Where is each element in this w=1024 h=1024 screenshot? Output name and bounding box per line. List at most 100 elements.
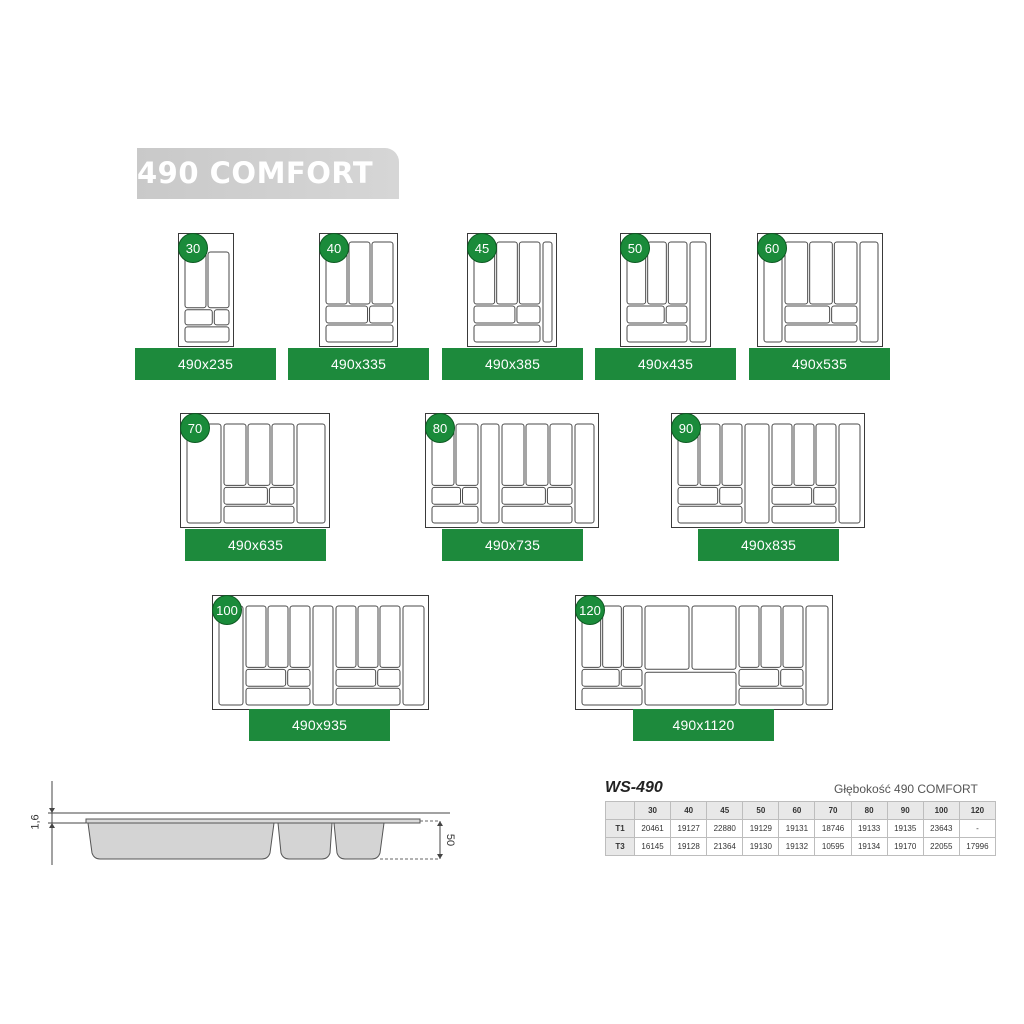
tray-compartment bbox=[245, 668, 287, 687]
table-cell: 20461 bbox=[633, 819, 672, 838]
tray-compartment bbox=[784, 305, 831, 324]
table-cell: 22055 bbox=[922, 837, 960, 856]
tray-compartment bbox=[247, 423, 271, 486]
table-row: T1 20461 19127 22880 19129 19131 18746 1… bbox=[605, 819, 997, 838]
tray-compartment bbox=[184, 326, 230, 343]
tray-compartment bbox=[357, 605, 379, 668]
table-cell: 23643 bbox=[922, 819, 960, 838]
tray-compartment bbox=[782, 605, 804, 668]
tray-compartment bbox=[771, 505, 837, 524]
table-header-cell: 120 bbox=[958, 801, 997, 820]
tray-compartment bbox=[473, 324, 541, 343]
tray-compartment bbox=[245, 687, 311, 706]
tray-size-100: 490x935 bbox=[249, 709, 390, 741]
tray-size-120: 490x1120 bbox=[633, 709, 774, 741]
table-header-cell: 60 bbox=[778, 801, 816, 820]
tray-compartment bbox=[325, 305, 369, 324]
tray-compartment bbox=[647, 241, 667, 305]
tray-compartment bbox=[793, 423, 815, 486]
depth-note: Głębokość 490 COMFORT bbox=[834, 782, 978, 796]
tray-compartment bbox=[501, 423, 525, 486]
tray-badge-120: 120 bbox=[575, 595, 605, 625]
tray-size-70: 490x635 bbox=[185, 529, 326, 561]
tray-compartment bbox=[379, 605, 401, 668]
tray-compartment bbox=[335, 605, 357, 668]
tray-compartment bbox=[699, 423, 721, 486]
tray-60 bbox=[757, 233, 883, 347]
tray-size-40: 490x335 bbox=[288, 348, 429, 380]
tray-compartment bbox=[431, 505, 479, 524]
tray-badge-50: 50 bbox=[620, 233, 650, 263]
product-code-title: WS-490 bbox=[605, 779, 663, 796]
tray-compartment bbox=[518, 241, 541, 305]
page-title: 490 COMFORT bbox=[137, 156, 374, 190]
tray-compartment bbox=[626, 324, 688, 343]
tray-compartment bbox=[620, 668, 643, 687]
tray-compartment bbox=[581, 687, 643, 706]
tray-compartment bbox=[501, 505, 573, 524]
tray-compartment bbox=[622, 605, 643, 668]
tray-compartment bbox=[402, 605, 425, 706]
table-cell: 22880 bbox=[706, 819, 744, 838]
tray-badge-40: 40 bbox=[319, 233, 349, 263]
rim-thickness-label: 1,6 bbox=[29, 814, 42, 830]
table-cell: 19170 bbox=[886, 837, 924, 856]
tray-compartment bbox=[738, 605, 760, 668]
table-header-cell: 70 bbox=[814, 801, 852, 820]
tray-badge-90: 90 bbox=[671, 413, 701, 443]
tray-50 bbox=[620, 233, 711, 347]
table-header-cell: 100 bbox=[922, 801, 960, 820]
tray-compartment bbox=[245, 605, 267, 668]
tray-compartment bbox=[348, 241, 371, 305]
table-cell: 17996 bbox=[958, 837, 997, 856]
tray-50-compartments bbox=[626, 241, 707, 343]
tray-compartment bbox=[431, 486, 462, 505]
table-header-cell: 45 bbox=[706, 801, 744, 820]
table-cell: 19132 bbox=[778, 837, 816, 856]
depth-label: 50 bbox=[444, 833, 457, 847]
tray-badge-60: 60 bbox=[757, 233, 787, 263]
table-header-row: 30 40 45 50 60 70 80 90 100 120 bbox=[605, 801, 997, 820]
table-cell: 19134 bbox=[850, 837, 888, 856]
table-cell: 19133 bbox=[850, 819, 888, 838]
tray-compartment bbox=[689, 241, 707, 343]
tray-compartment bbox=[223, 486, 268, 505]
tray-size-30: 490x235 bbox=[135, 348, 276, 380]
tray-compartment bbox=[784, 241, 809, 305]
tray-compartment bbox=[267, 605, 289, 668]
table-corner-cell bbox=[605, 801, 635, 820]
tray-compartment bbox=[549, 423, 573, 486]
tray-compartment bbox=[784, 324, 858, 343]
tray-compartment bbox=[312, 605, 334, 706]
tray-compartment bbox=[771, 423, 793, 486]
price-table: 30 40 45 50 60 70 80 90 100 120 T1 20461… bbox=[605, 801, 997, 856]
tray-120-compartments bbox=[581, 605, 829, 706]
tray-compartment bbox=[213, 309, 230, 326]
tray-compartment bbox=[473, 305, 516, 324]
table-cell: 16145 bbox=[633, 837, 672, 856]
tray-compartment bbox=[677, 486, 719, 505]
tray-compartment bbox=[335, 687, 401, 706]
tray-compartment bbox=[644, 605, 690, 670]
table-cell: 19128 bbox=[670, 837, 708, 856]
tray-compartment bbox=[859, 241, 879, 343]
tray-compartment bbox=[809, 241, 833, 305]
tray-compartment bbox=[721, 423, 743, 486]
tray-compartment bbox=[223, 423, 247, 486]
table-header-cell: 50 bbox=[742, 801, 780, 820]
table-cell: 10595 bbox=[814, 837, 852, 856]
tray-compartment bbox=[271, 423, 295, 486]
tray-compartment bbox=[289, 605, 311, 668]
tray-compartment bbox=[677, 505, 743, 524]
table-row-label: T1 bbox=[605, 819, 635, 838]
table-cell: 19130 bbox=[742, 837, 780, 856]
tray-compartment bbox=[574, 423, 595, 524]
tray-30-compartments bbox=[184, 251, 230, 343]
tray-compartment bbox=[287, 668, 311, 687]
tray-compartment bbox=[223, 505, 295, 524]
tray-badge-80: 80 bbox=[425, 413, 455, 443]
tray-badge-100: 100 bbox=[212, 595, 242, 625]
tray-compartment bbox=[501, 486, 546, 505]
table-cell: 18746 bbox=[814, 819, 852, 838]
tray-size-45: 490x385 bbox=[442, 348, 583, 380]
